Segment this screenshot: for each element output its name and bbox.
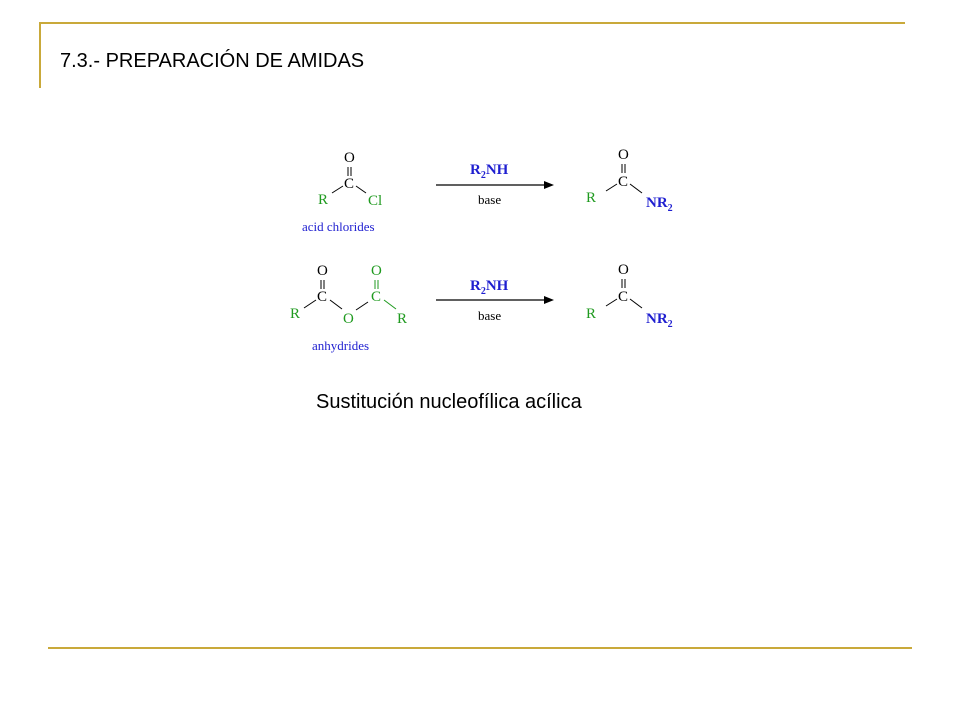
slide-title: 7.3.- PREPARACIÓN DE AMIDAS (60, 50, 365, 72)
r2-reagent: R2NH (470, 278, 509, 297)
r1-r-group: R (318, 192, 328, 208)
p1-amide-nitrogen: NR2 (646, 195, 673, 214)
bottom-rule (48, 647, 912, 649)
r2-r-group-right: R (397, 311, 407, 327)
p2-carbon: C (618, 289, 628, 305)
r1-condition: base (478, 192, 501, 207)
r2-condition: base (478, 308, 501, 323)
r1-carbon: C (344, 176, 354, 192)
p1-r-group: R (586, 190, 596, 206)
left-rule (39, 22, 41, 88)
r1-chlorine: Cl (368, 193, 382, 209)
r2-carbon-right: C (371, 289, 381, 305)
r2-bridging-oxygen: O (343, 311, 354, 327)
p2-oxygen: O (618, 262, 629, 278)
r2-oxygen-left: O (317, 263, 328, 279)
r2-r-group-left: R (290, 306, 300, 322)
scheme-caption: Sustitución nucleofílica acílica (316, 391, 582, 413)
r2-oxygen-right: O (371, 263, 382, 279)
acid-chlorides-label: acid chlorides (302, 219, 375, 234)
p1-carbon: C (618, 174, 628, 190)
reaction-anhydride: O C R O O C R anhydrides R2NH base O C R… (290, 262, 673, 353)
r1-reagent: R2NH (470, 162, 509, 181)
amide-preparation-scheme: O C R Cl acid chlorides R2NH base O C R … (290, 147, 673, 353)
anhydrides-label: anhydrides (312, 338, 369, 353)
p2-amide-nitrogen: NR2 (646, 311, 673, 330)
reaction-acid-chloride: O C R Cl acid chlorides R2NH base O C R … (302, 147, 673, 234)
p1-oxygen: O (618, 147, 629, 163)
p2-r-group: R (586, 306, 596, 322)
r1-oxygen: O (344, 150, 355, 166)
top-rule (39, 22, 905, 24)
r2-carbon-left: C (317, 289, 327, 305)
